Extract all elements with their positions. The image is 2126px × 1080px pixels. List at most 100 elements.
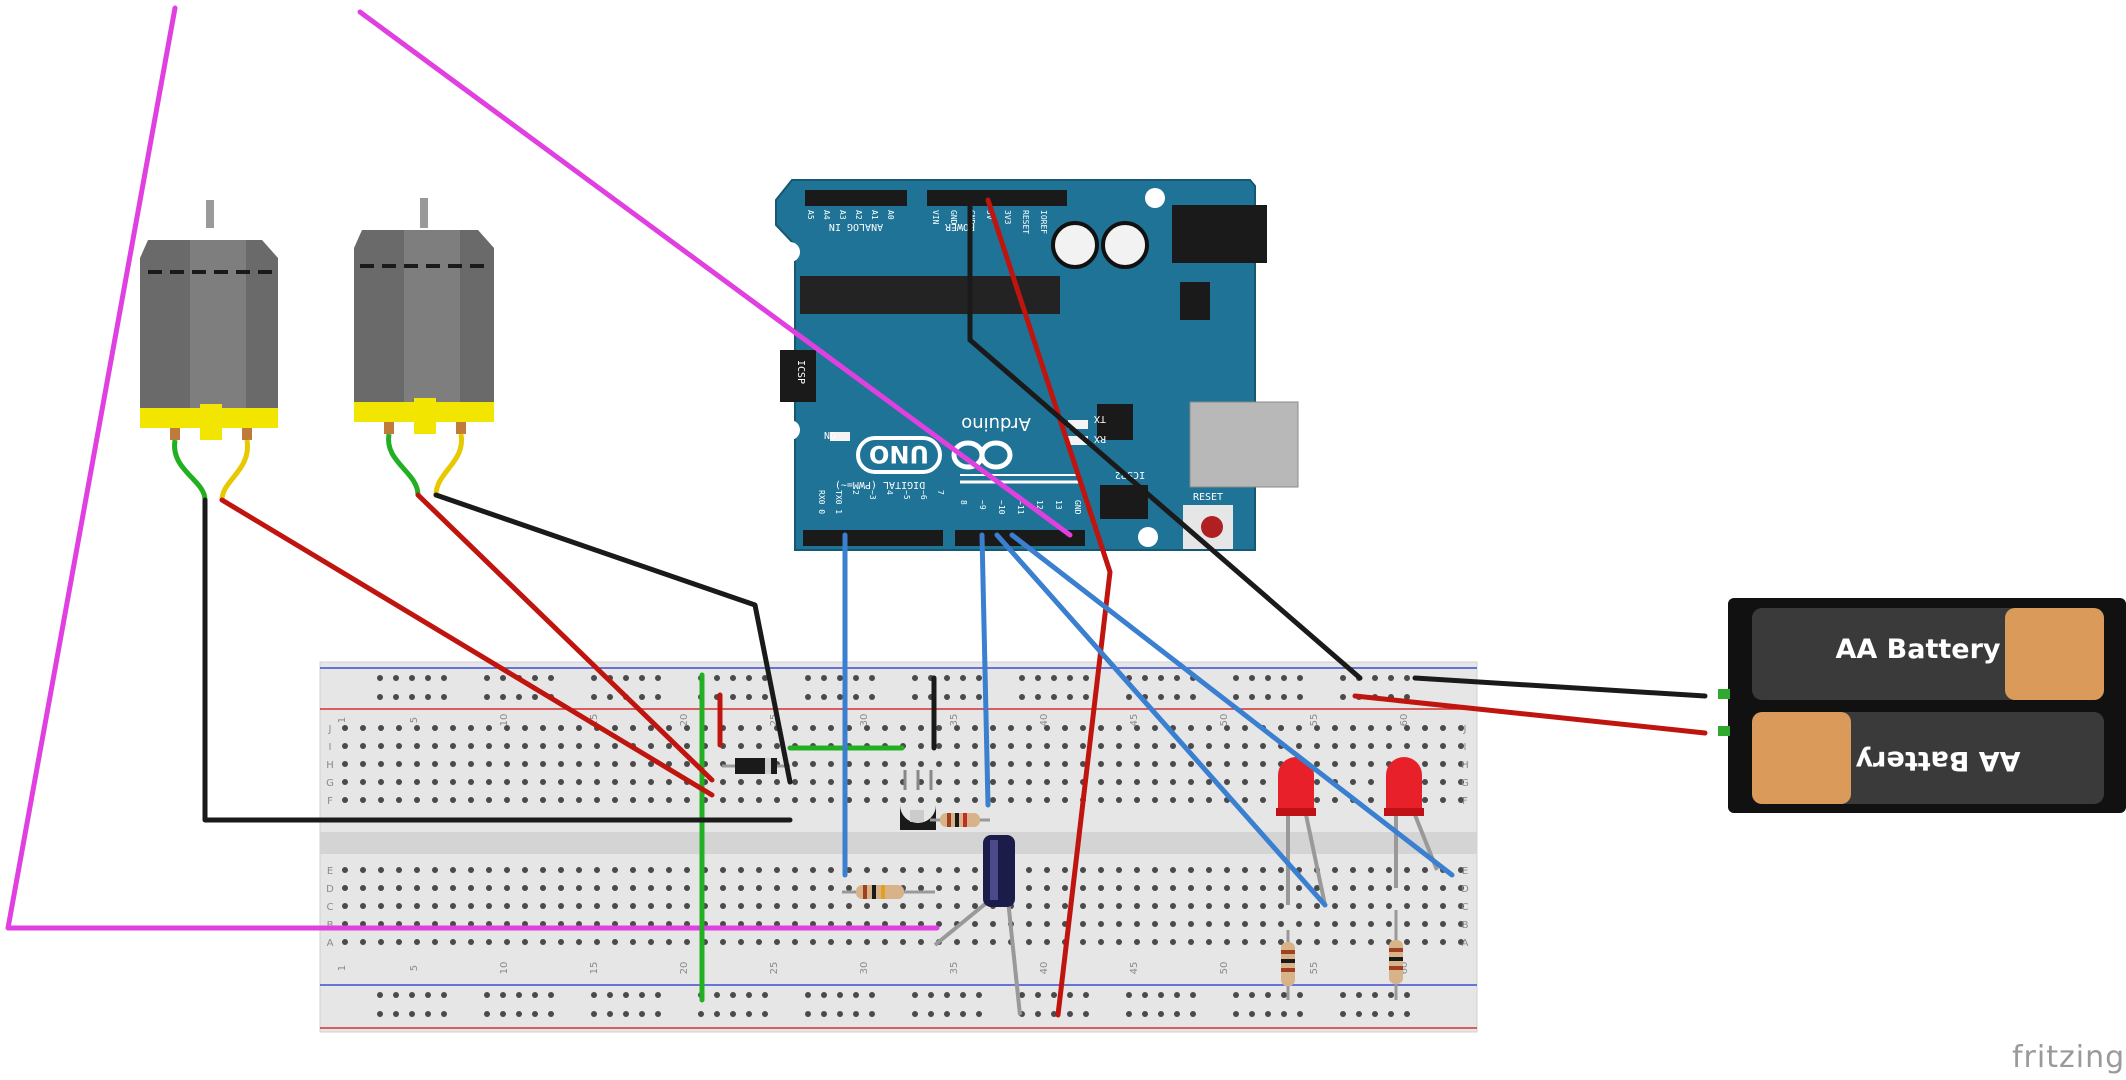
breadboard-hole bbox=[522, 779, 528, 785]
breadboard-hole bbox=[1134, 779, 1140, 785]
breadboard-channel bbox=[320, 832, 1477, 854]
breadboard-hole bbox=[540, 797, 546, 803]
breadboard-hole bbox=[450, 797, 456, 803]
breadboard-hole bbox=[441, 992, 447, 998]
breadboard-hole bbox=[1458, 743, 1464, 749]
breadboard-hole bbox=[746, 675, 752, 681]
capacitor-onboard bbox=[1051, 221, 1099, 269]
usb-connector bbox=[1189, 401, 1299, 488]
breadboard-hole bbox=[1404, 1011, 1410, 1017]
breadboard-hole bbox=[504, 743, 510, 749]
breadboard-hole bbox=[450, 779, 456, 785]
wire-black-motor1 bbox=[202, 497, 793, 823]
resistor-band bbox=[1389, 948, 1403, 952]
breadboard-hole bbox=[684, 885, 690, 891]
breadboard-hole bbox=[828, 867, 834, 873]
breadboard-hole bbox=[846, 939, 852, 945]
breadboard-hole bbox=[774, 867, 780, 873]
arduino-pcb bbox=[775, 179, 1256, 551]
breadboard-hole bbox=[912, 992, 918, 998]
breadboard-hole bbox=[486, 779, 492, 785]
resistor-band bbox=[963, 813, 967, 827]
led-rim bbox=[1384, 808, 1424, 816]
resistor-body bbox=[1389, 940, 1403, 984]
digital-header-left bbox=[803, 530, 943, 546]
breadboard-hole bbox=[486, 885, 492, 891]
breadboard-hole bbox=[1019, 694, 1025, 700]
breadboard-column-number: 35 bbox=[949, 962, 960, 975]
breadboard-hole bbox=[864, 725, 870, 731]
breadboard-hole bbox=[720, 885, 726, 891]
breadboard-hole bbox=[1242, 761, 1248, 767]
breadboard-hole bbox=[432, 885, 438, 891]
breadboard-hole bbox=[612, 885, 618, 891]
breadboard-hole bbox=[1265, 1011, 1271, 1017]
breadboard-column-number: 15 bbox=[589, 714, 600, 727]
breadboard-hole bbox=[1278, 867, 1284, 873]
breadboard-hole bbox=[1260, 779, 1266, 785]
breadboard-hole bbox=[1062, 761, 1068, 767]
breadboard-hole bbox=[612, 743, 618, 749]
power-label: POWER bbox=[944, 221, 975, 232]
breadboard-hole bbox=[918, 885, 924, 891]
breadboard-hole bbox=[1170, 761, 1176, 767]
breadboard-hole bbox=[1116, 921, 1122, 927]
breadboard-hole bbox=[377, 1011, 383, 1017]
breadboard-hole bbox=[1116, 867, 1122, 873]
breadboard-hole bbox=[666, 725, 672, 731]
breadboard-row-letter: H bbox=[1461, 760, 1469, 771]
breadboard-hole bbox=[869, 694, 875, 700]
breadboard-hole bbox=[558, 939, 564, 945]
breadboard-hole bbox=[1174, 992, 1180, 998]
breadboard-hole bbox=[1190, 1011, 1196, 1017]
breadboard-hole bbox=[976, 992, 982, 998]
breadboard-hole bbox=[342, 761, 348, 767]
breadboard-hole bbox=[1422, 939, 1428, 945]
breadboard-hole bbox=[774, 903, 780, 909]
breadboard-hole bbox=[1026, 779, 1032, 785]
breadboard-row-letter: J bbox=[328, 724, 332, 735]
breadboard-hole bbox=[396, 939, 402, 945]
breadboard-hole bbox=[1260, 921, 1266, 927]
breadboard-hole bbox=[1260, 797, 1266, 803]
breadboard-hole bbox=[1083, 675, 1089, 681]
breadboard-hole bbox=[756, 867, 762, 873]
breadboard-hole bbox=[1188, 761, 1194, 767]
breadboard-hole bbox=[746, 694, 752, 700]
breadboard-hole bbox=[1350, 779, 1356, 785]
breadboard-hole bbox=[1458, 921, 1464, 927]
breadboard-hole bbox=[944, 992, 950, 998]
breadboard-hole bbox=[954, 939, 960, 945]
breadboard-hole bbox=[738, 779, 744, 785]
motor-lead-yellow bbox=[433, 433, 465, 496]
breadboard-hole bbox=[1158, 1011, 1164, 1017]
breadboard-hole bbox=[576, 885, 582, 891]
breadboard-hole bbox=[928, 1011, 934, 1017]
breadboard-hole bbox=[918, 725, 924, 731]
breadboard-hole bbox=[522, 725, 528, 731]
breadboard-hole bbox=[864, 903, 870, 909]
breadboard-hole bbox=[623, 992, 629, 998]
digital-pin-label: 12 bbox=[1035, 500, 1044, 510]
breadboard-hole bbox=[1152, 921, 1158, 927]
breadboard-hole bbox=[1126, 694, 1132, 700]
resistor-band bbox=[872, 885, 876, 899]
breadboard-hole bbox=[936, 885, 942, 891]
breadboard-hole bbox=[1152, 761, 1158, 767]
breadboard-hole bbox=[1134, 761, 1140, 767]
breadboard-hole bbox=[1404, 675, 1410, 681]
breadboard-hole bbox=[720, 779, 726, 785]
breadboard-hole bbox=[500, 992, 506, 998]
breadboard-row-letter: I bbox=[1464, 742, 1467, 753]
analog-pin-label: A4 bbox=[822, 210, 831, 220]
breadboard-hole bbox=[1170, 743, 1176, 749]
breadboard-hole bbox=[441, 675, 447, 681]
breadboard-hole bbox=[972, 885, 978, 891]
wire-black-battery bbox=[1412, 675, 1708, 699]
resistor-band bbox=[1281, 950, 1295, 954]
breadboard-hole bbox=[774, 885, 780, 891]
breadboard-hole bbox=[853, 992, 859, 998]
breadboard-hole bbox=[1026, 939, 1032, 945]
breadboard-hole bbox=[990, 743, 996, 749]
